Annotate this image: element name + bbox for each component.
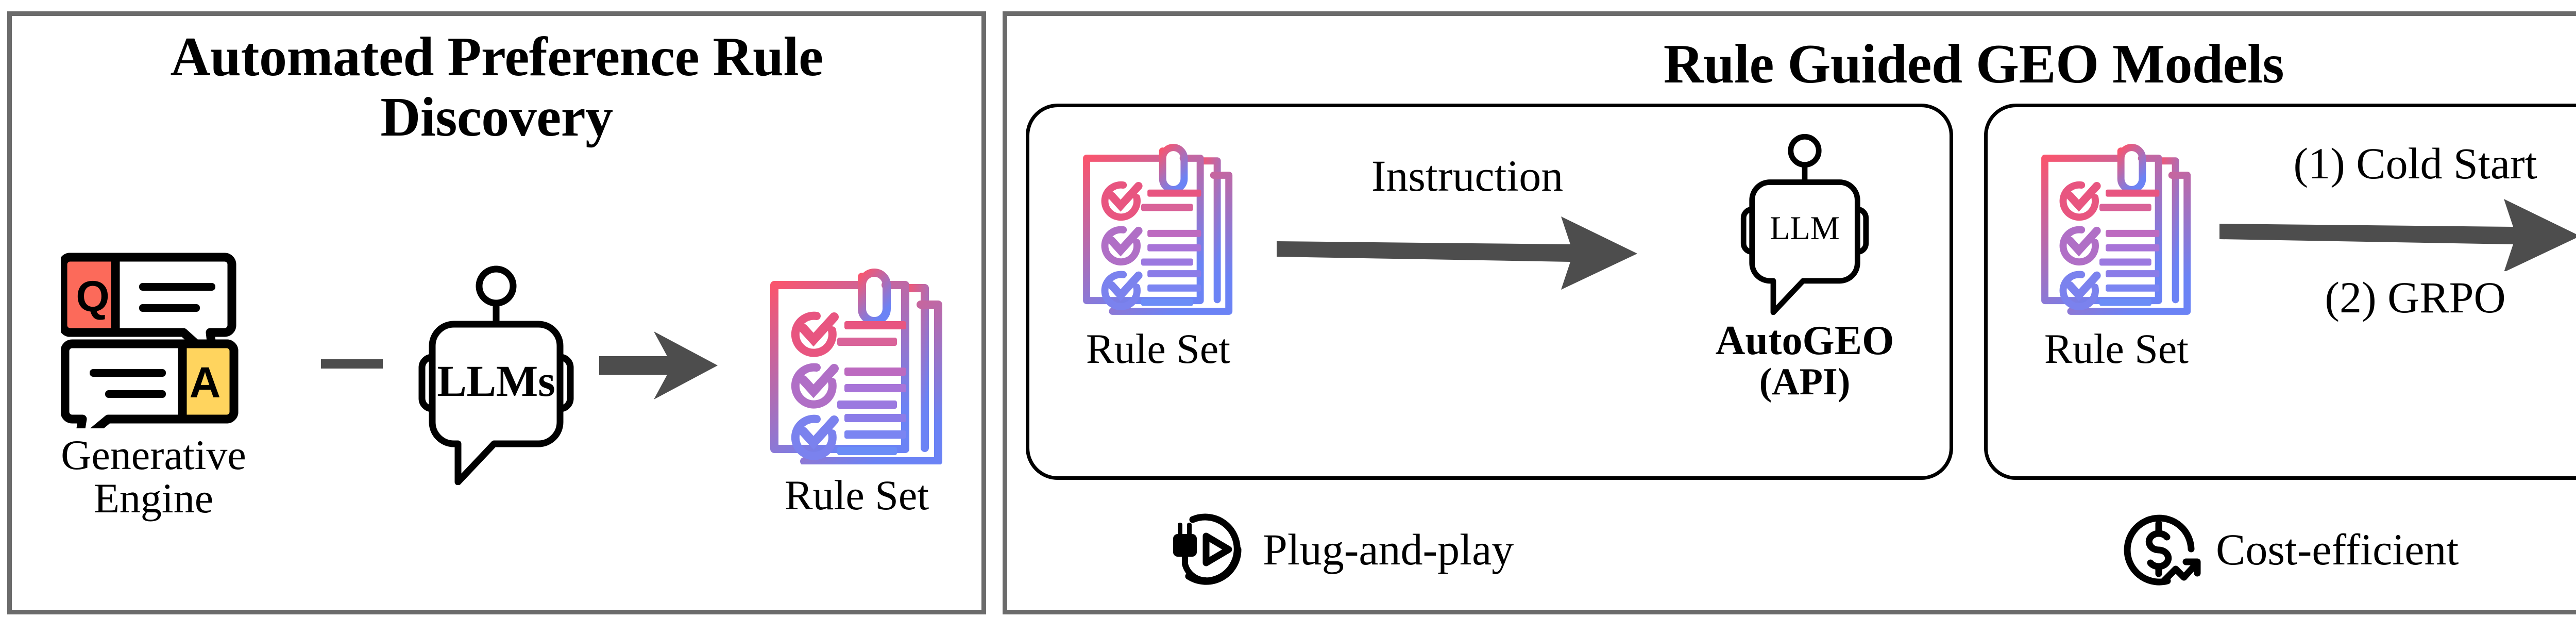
checklist-clipboard-icon <box>1073 133 1243 316</box>
robot-chatbot-icon: LLMs <box>393 263 599 485</box>
plug-play-icon <box>1162 508 1249 591</box>
plug-and-play-label: Plug-and-play <box>1263 525 1514 574</box>
card1-node-autogeo-api: LLM AutoGEO (API) <box>1684 132 1926 403</box>
panel-left-title-line1: Automated Preference Rule <box>170 26 823 88</box>
card-autogeo-api: Rule Set Instruction L <box>1026 104 1953 480</box>
panel-automated-preference-rule-discovery: Automated Preference Rule Discovery Q A <box>7 11 986 614</box>
panel-rule-guided-geo-models: Rule Guided GEO Models <box>1003 11 2576 614</box>
svg-text:A: A <box>190 358 221 407</box>
card2-rule-set-label: Rule Set <box>2044 325 2189 372</box>
cost-efficient-label: Cost-efficient <box>2216 525 2459 574</box>
card1-node-rule-set: Rule Set <box>1060 133 1256 371</box>
dash-connector <box>321 356 383 371</box>
card2-training-group: (1) Cold Start (2) GRPO <box>2219 141 2576 320</box>
grpo-label: (2) GRPO <box>2325 272 2506 322</box>
robot-chatbot-icon: LLM <box>1720 132 1890 315</box>
checklist-clipboard-icon <box>759 258 955 464</box>
node-rule-set: Rule Set <box>743 258 970 517</box>
panel-left-title: Automated Preference Rule Discovery <box>12 27 981 147</box>
generative-engine-label-line1: Generative <box>61 431 246 478</box>
llms-badge-text: LLMs <box>437 356 555 406</box>
card1-rule-set-label: Rule Set <box>1086 325 1231 372</box>
card-autogeo-mini: Rule Set (1) Cold Start (2) GRPO <box>1984 104 2576 480</box>
svg-text:Q: Q <box>76 272 109 321</box>
node-llms: LLMs <box>393 263 599 485</box>
panel-left-title-line2: Discovery <box>380 86 613 148</box>
cold-start-label: (1) Cold Start <box>2293 139 2537 188</box>
card2-node-rule-set: Rule Set <box>2019 133 2214 371</box>
panel-right-title: Rule Guided GEO Models <box>1663 34 2284 95</box>
generative-engine-label-line2: Engine <box>93 474 214 522</box>
instruction-arrow <box>1277 216 1637 290</box>
training-arrow <box>2219 198 2576 271</box>
checklist-clipboard-icon <box>2031 133 2201 316</box>
feature-cost-efficient: Cost-efficient <box>2115 508 2459 591</box>
arrow-to-rule-set <box>599 329 718 402</box>
autogeo-api-label-line2: (API) <box>1759 361 1851 403</box>
instruction-label: Instruction <box>1371 151 1564 201</box>
node-generative-engine: Q A Generative Engine <box>43 243 264 520</box>
autogeo-api-badge-text: LLM <box>1770 210 1840 246</box>
rule-set-label: Rule Set <box>784 472 929 519</box>
feature-plug-and-play: Plug-and-play <box>1162 508 1514 591</box>
autogeo-api-label-line1: AutoGEO <box>1715 318 1894 363</box>
card1-instruction-group: Instruction <box>1277 151 1658 296</box>
qa-chat-bubbles-icon: Q A <box>61 243 246 428</box>
dollar-trend-icon <box>2115 508 2202 591</box>
